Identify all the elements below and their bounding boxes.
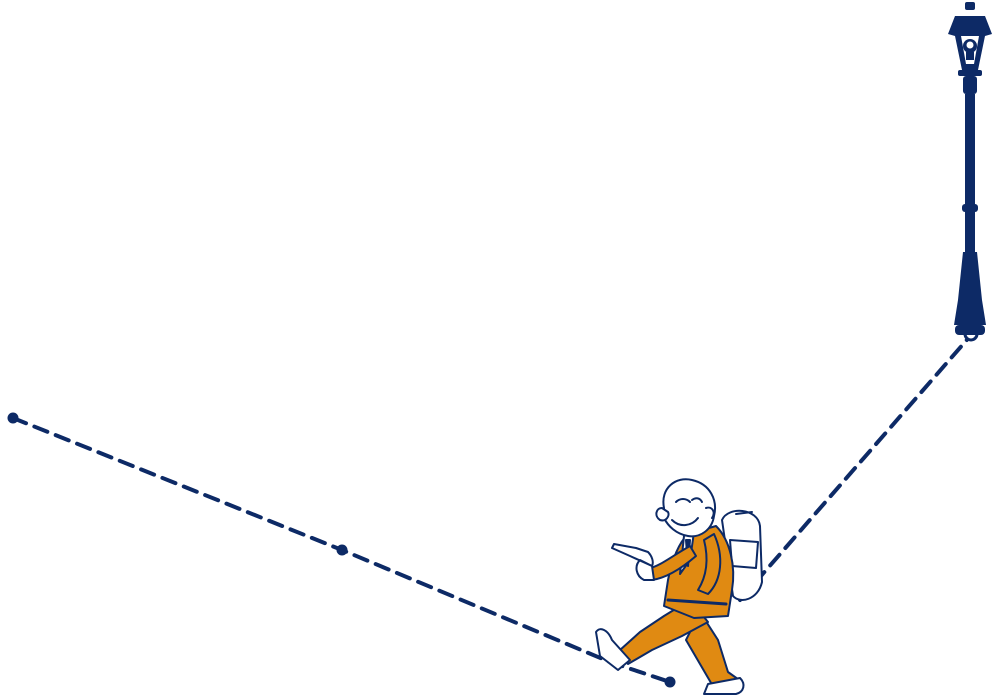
route-point-start: [7, 412, 19, 424]
belt: [666, 598, 728, 606]
head: [655, 478, 716, 538]
front-shoe: [595, 628, 631, 671]
back-shoe: [703, 677, 745, 695]
route-line: [11, 332, 974, 684]
walking-man-illustration: [595, 478, 763, 695]
front-leg: [619, 599, 709, 665]
route-point-middle: [336, 544, 348, 556]
street-lamp-icon: [948, 2, 992, 335]
dashed-route: [7, 326, 979, 688]
pointing-hand: [611, 543, 655, 581]
route-point-walker: [664, 676, 676, 688]
back-arm: [697, 533, 722, 595]
